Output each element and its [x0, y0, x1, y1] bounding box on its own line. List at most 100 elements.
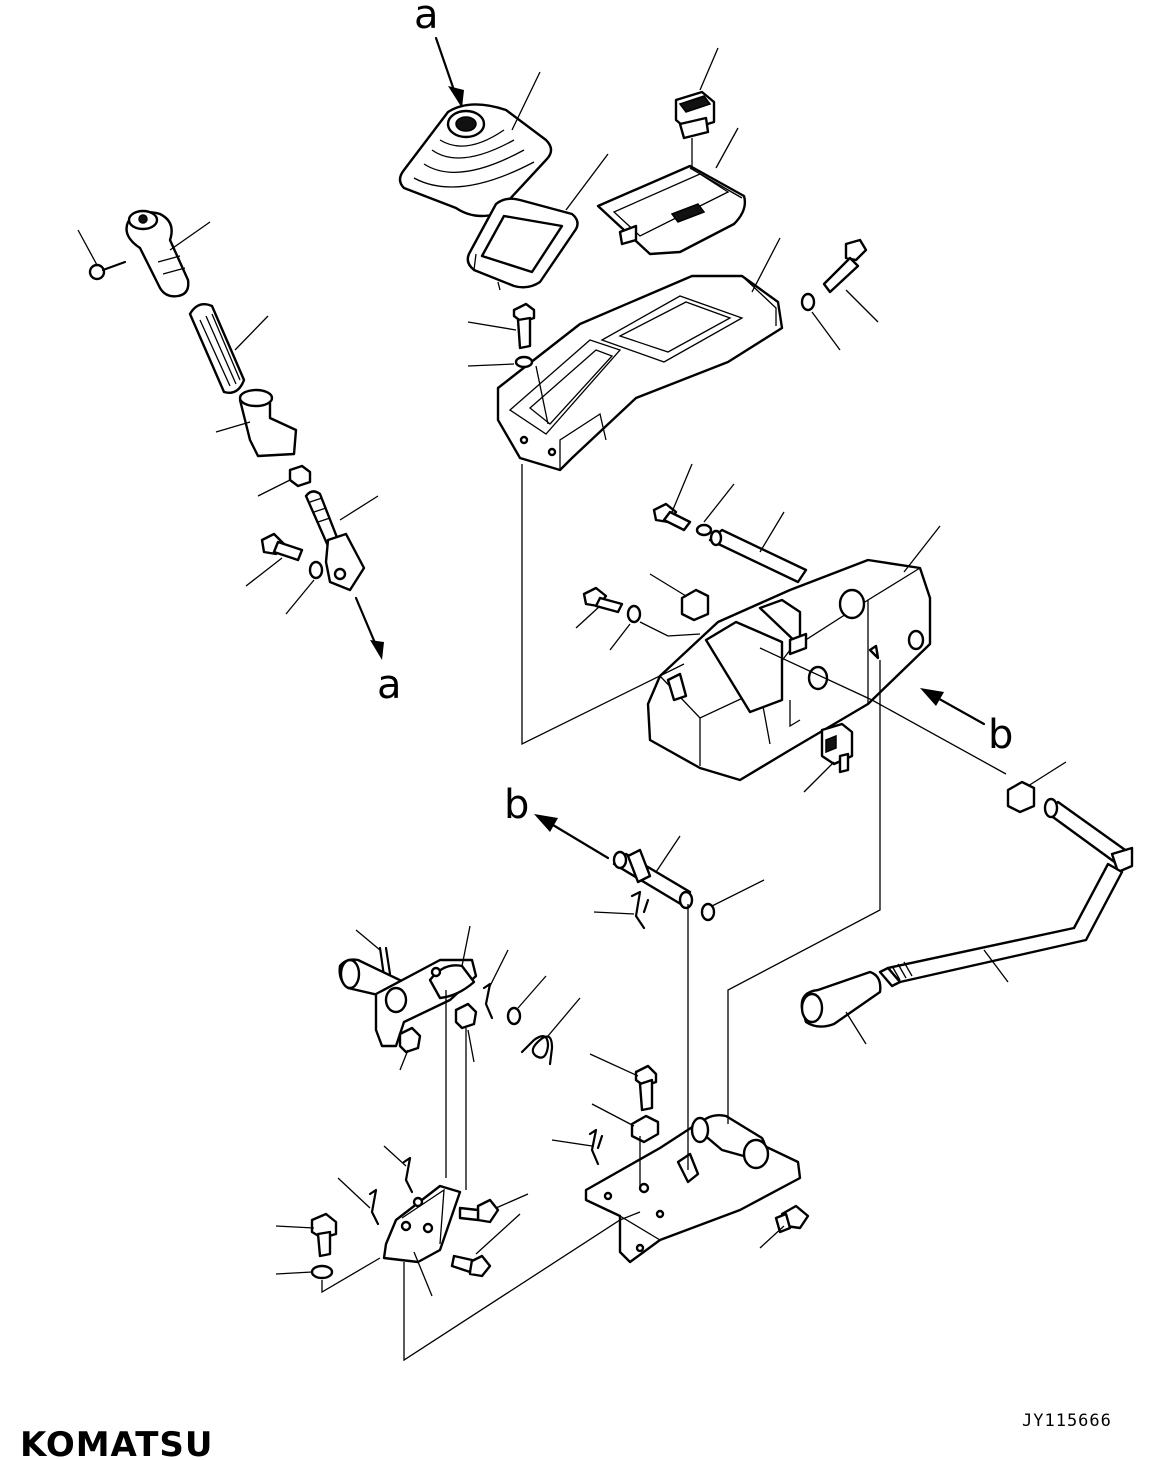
callout-arrow-b-right — [920, 688, 986, 726]
mount-clip-b-part — [368, 1188, 380, 1226]
lever-boot-part — [398, 103, 553, 218]
lever-bolt-part — [260, 532, 304, 562]
leader-line — [759, 511, 785, 553]
grip-sleeve-part — [188, 303, 246, 394]
leader-line — [671, 463, 693, 513]
leader-line — [215, 421, 251, 433]
lever-rod-assembly — [800, 761, 1134, 1045]
connection-lines — [321, 365, 1007, 1362]
leader-line — [811, 311, 841, 351]
leader-line — [803, 761, 835, 793]
mount-bolt-left-part — [310, 1212, 338, 1258]
base-bolt-part — [652, 502, 692, 532]
callout-arrow-a-top — [434, 36, 464, 108]
cover-bolt-right-part — [822, 238, 868, 294]
bracket-bushing-left-part — [398, 1026, 422, 1054]
leader-line — [495, 1193, 529, 1209]
cotter-pin-part — [630, 890, 650, 930]
leader-line — [234, 315, 269, 351]
lever-knob-assembly — [77, 209, 384, 660]
mount-bolt-right-a-part — [458, 1198, 500, 1224]
callout-label-a-top: a — [414, 0, 439, 38]
base-bolt-left-part — [582, 586, 624, 614]
leader-line — [593, 911, 635, 915]
leader-line — [383, 1145, 407, 1167]
leader-line — [169, 221, 211, 251]
leader-line — [285, 579, 315, 615]
boot-frame-part — [466, 197, 579, 291]
rod-grip-part — [800, 970, 882, 1028]
leader-line — [565, 153, 609, 211]
leader-line — [845, 1011, 867, 1045]
leader-line — [551, 1139, 593, 1147]
callout-label-b-mid: b — [504, 782, 529, 828]
leader-line — [337, 1177, 371, 1209]
console-top-cover-part — [496, 274, 784, 472]
drawing-code: JY115666 — [1022, 1411, 1112, 1431]
linkage-rod-part — [612, 848, 694, 910]
komatsu-logo: KOMATSU — [20, 1425, 214, 1460]
leader-line — [475, 1213, 521, 1255]
leader-line — [77, 229, 98, 266]
cover-bolt-part — [512, 302, 536, 350]
bracket-washer-part — [506, 1006, 522, 1026]
mount-bolt-right-b-part — [450, 1254, 492, 1278]
leader-line — [517, 975, 547, 1009]
leader-line — [591, 1103, 635, 1127]
callout-label-a-left: a — [377, 662, 402, 708]
base-washer-part — [695, 523, 713, 537]
leader-line — [547, 997, 581, 1037]
leader-line — [655, 835, 681, 873]
leader-line — [489, 949, 509, 987]
leader-line — [649, 573, 687, 597]
leader-line — [715, 127, 739, 169]
leader-line — [703, 483, 735, 523]
rod-bushing-part — [1006, 780, 1036, 814]
leader-line — [575, 605, 601, 629]
mount-washer-left-part — [310, 1264, 334, 1280]
leader-line — [257, 479, 291, 497]
bracket-plate-part — [374, 958, 478, 1048]
leader-line — [461, 925, 471, 967]
leader-line — [413, 1251, 433, 1297]
leader-line — [845, 289, 879, 323]
base-plate-part — [584, 1114, 802, 1264]
leader-line — [511, 71, 541, 131]
mount-nut-part — [630, 1114, 660, 1144]
leader-line — [903, 525, 941, 573]
leader-line — [983, 949, 1009, 983]
base-bolt-part — [774, 1204, 810, 1234]
leader-line — [275, 1225, 315, 1229]
leader-line — [467, 363, 515, 367]
bracket-bushing-right-part — [454, 1002, 478, 1030]
cover-washer-right-part — [800, 292, 816, 312]
cover-washer-part — [514, 355, 534, 369]
leader-line — [467, 1029, 475, 1063]
leader-line — [699, 47, 719, 91]
lever-washer-part — [308, 560, 324, 580]
leader-line — [609, 623, 631, 651]
leader-line — [339, 495, 379, 521]
base-washer-left-part — [626, 604, 642, 624]
lever-holder-part — [238, 388, 298, 458]
lever-nut-part — [288, 464, 312, 488]
lever-rod-part — [304, 490, 366, 592]
leader-line — [759, 1225, 785, 1249]
linkage-rod-assembly — [534, 814, 765, 930]
brand-wordmark: KOMATSU — [20, 1425, 214, 1460]
limit-switch-part — [820, 722, 854, 774]
mount-bracket-part — [382, 1184, 462, 1264]
linkage-washer-part — [700, 902, 716, 922]
mount-clip-a-part — [402, 1156, 414, 1194]
callout-label-b-right: b — [988, 712, 1013, 758]
base-bushing-part — [680, 588, 710, 622]
console-cover-assembly — [398, 36, 879, 472]
leader-line — [1027, 761, 1067, 787]
leader-line — [589, 1053, 639, 1077]
leader-line — [711, 879, 765, 907]
torsion-spring-part — [520, 1035, 554, 1066]
callout-arrow-b-mid — [534, 814, 610, 860]
mount-bolt-upper-part — [634, 1064, 658, 1112]
leader-line — [399, 1049, 409, 1071]
